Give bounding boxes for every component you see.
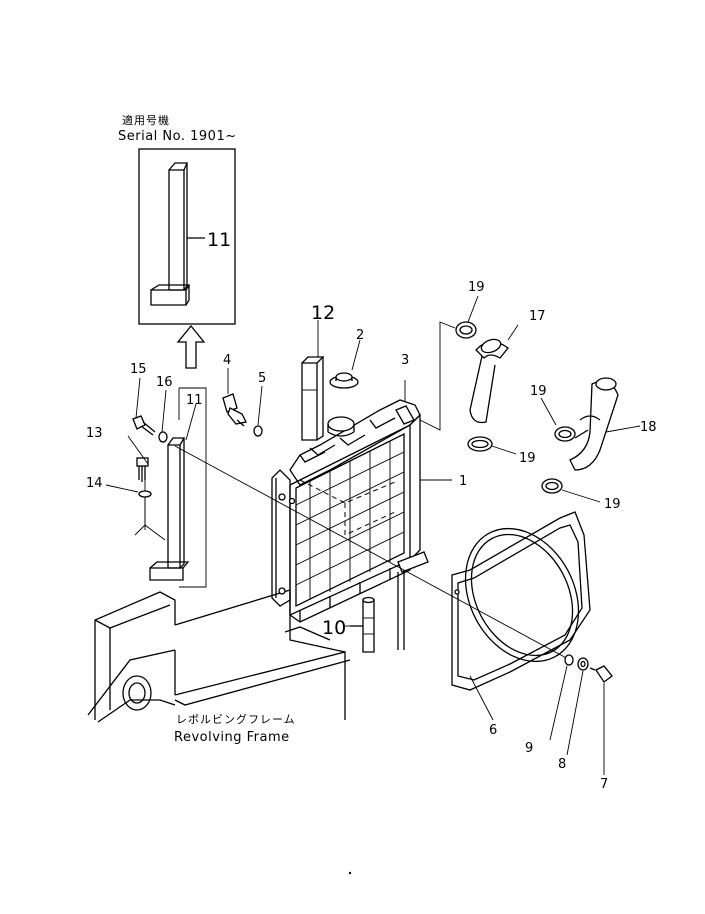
washer-16 bbox=[158, 431, 168, 443]
washer-14 bbox=[138, 490, 152, 498]
stay-part-mounted bbox=[134, 387, 207, 588]
serial-jp-label: 適用号機 bbox=[122, 113, 170, 127]
hose-clamp-19-bottom bbox=[541, 478, 563, 494]
radiator-1 bbox=[271, 399, 429, 650]
callout-19-top: 19 bbox=[468, 280, 485, 295]
serial-number-label: Serial No. 1901~ bbox=[118, 129, 237, 144]
callout-8: 8 bbox=[558, 757, 566, 772]
callout-16: 16 bbox=[156, 375, 173, 390]
scan-speck bbox=[348, 871, 352, 875]
serial-part-number: 11 bbox=[207, 229, 231, 251]
upper-hose-17 bbox=[469, 338, 509, 424]
fan-shroud-6 bbox=[451, 511, 591, 691]
serial-inset-frame bbox=[138, 148, 236, 325]
bracket-12 bbox=[301, 356, 325, 441]
bolt-13 bbox=[136, 457, 149, 482]
lower-hose-18 bbox=[569, 377, 619, 471]
washer-9 bbox=[564, 654, 574, 666]
hose-clamp-19-lower bbox=[467, 436, 493, 452]
callout-14: 14 bbox=[86, 476, 103, 491]
callout-11: 11 bbox=[186, 393, 203, 408]
bolt-15 bbox=[132, 415, 156, 436]
callout-1: 1 bbox=[459, 474, 467, 489]
callout-19-lower: 19 bbox=[519, 451, 536, 466]
callout-12: 12 bbox=[311, 302, 335, 324]
frame-caption-en: Revolving Frame bbox=[174, 730, 290, 745]
revolving-frame bbox=[87, 589, 351, 723]
callout-19-bottom: 19 bbox=[604, 497, 621, 512]
callout-10: 10 bbox=[322, 617, 346, 639]
hose-clamp-19-right bbox=[554, 426, 576, 442]
o-ring-5 bbox=[253, 425, 263, 437]
callout-4: 4 bbox=[223, 353, 231, 368]
callout-6: 6 bbox=[489, 723, 497, 738]
drain-valve-4 bbox=[222, 393, 247, 427]
washer-8 bbox=[577, 657, 589, 671]
callout-5: 5 bbox=[258, 371, 266, 386]
callout-17: 17 bbox=[529, 309, 546, 324]
callout-7: 7 bbox=[600, 777, 608, 792]
frame-caption-jp: レボルビングフレーム bbox=[176, 712, 296, 726]
callout-15: 15 bbox=[130, 362, 147, 377]
callout-9: 9 bbox=[525, 741, 533, 756]
callout-3: 3 bbox=[401, 353, 409, 368]
callout-19-right: 19 bbox=[530, 384, 547, 399]
hose-10 bbox=[362, 596, 375, 653]
bolt-7 bbox=[589, 665, 613, 683]
callout-18: 18 bbox=[640, 420, 657, 435]
stay-part-inset bbox=[150, 162, 205, 306]
hose-clamp-19-top bbox=[455, 321, 477, 339]
cap-2 bbox=[329, 372, 359, 389]
callout-13: 13 bbox=[86, 426, 103, 441]
callout-2: 2 bbox=[356, 328, 364, 343]
up-arrow bbox=[176, 324, 206, 369]
